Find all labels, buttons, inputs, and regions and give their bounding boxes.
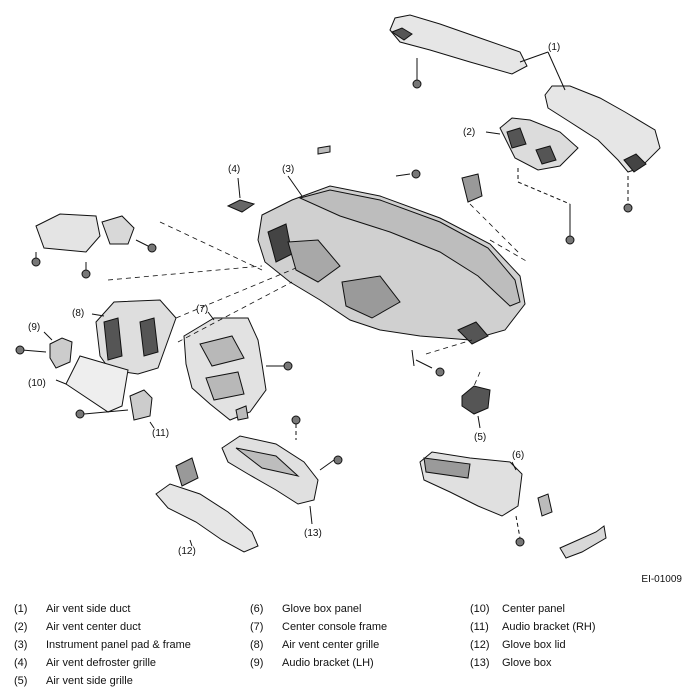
legend-item: (9) Audio bracket (LH) xyxy=(250,654,387,672)
legend-column: (6) Glove box panel (7) Center console fra… xyxy=(250,600,387,672)
legend-number: (9) xyxy=(250,657,264,669)
callout-label: (10) xyxy=(28,378,46,389)
legend-label: Center console frame xyxy=(282,621,388,633)
legend-item: (5) Air vent side grille xyxy=(14,672,191,690)
callout-label: (4) xyxy=(228,164,240,175)
callout-label: (6) xyxy=(512,450,524,461)
legend-number: (13) xyxy=(470,657,490,669)
assembly-lines xyxy=(107,203,529,387)
callout-label: (2) xyxy=(463,127,475,138)
legend-item: (2) Air vent center duct xyxy=(14,618,191,636)
legend-item: (8) Air vent center grille xyxy=(250,636,387,654)
legend-number: (5) xyxy=(14,675,28,687)
glove-box-part: (13) xyxy=(221,415,343,539)
callout-label: (8) xyxy=(72,308,84,319)
legend-number: (2) xyxy=(14,621,28,633)
legend-label: Glove box xyxy=(502,657,552,669)
callout-label: (13) xyxy=(304,528,322,539)
parts-legend: (1) Air vent side duct (2) Air vent center… xyxy=(14,600,686,692)
legend-item: (1) Air vent side duct xyxy=(14,600,191,618)
callout-label: (5) xyxy=(474,432,486,443)
legend-number: (3) xyxy=(14,639,28,651)
audio-bracket-lh-part: (9) xyxy=(15,322,73,369)
legend-label: Air vent center grille xyxy=(282,639,380,651)
center-panel-part: (10) xyxy=(28,355,129,413)
legend-column: (1) Air vent side duct (2) Air vent center… xyxy=(14,600,191,690)
legend-item: (6) Glove box panel xyxy=(250,600,387,618)
legend-column: (10)Center panel (11)Audio bracket (RH) … xyxy=(470,600,596,672)
legend-number: (6) xyxy=(250,603,264,615)
legend-label: Air vent side grille xyxy=(46,675,133,687)
misc-fasteners xyxy=(31,213,445,421)
legend-label: Air vent side duct xyxy=(46,603,131,615)
legend-label: Glove box lid xyxy=(502,639,566,651)
legend-label: Audio bracket (RH) xyxy=(502,621,596,633)
legend-label: Audio bracket (LH) xyxy=(282,657,374,669)
air-vent-center-duct-part: (2) xyxy=(463,117,579,245)
legend-item: (7) Center console frame xyxy=(250,618,387,636)
legend-item: (12) Glove box lid xyxy=(470,636,596,654)
callout-label: (9) xyxy=(28,322,40,333)
callout-label: (7) xyxy=(196,304,208,315)
legend-number: (10) xyxy=(470,603,490,615)
legend-number: (4) xyxy=(14,657,28,669)
glove-box-panel-part: (6) xyxy=(419,450,607,559)
audio-bracket-rh-part: (11) xyxy=(75,389,169,439)
legend-label: Center panel xyxy=(502,603,565,615)
legend-number: (1) xyxy=(14,603,28,615)
air-vent-center-grille-part: (8) xyxy=(72,299,177,375)
air-vent-defroster-grille-part: (4) xyxy=(226,164,256,213)
callout-label: (3) xyxy=(282,164,294,175)
exploded-view-diagram: (1) (2) (3) (4) (5) xyxy=(15,14,661,559)
figure-id: EI-01009 xyxy=(641,574,682,585)
legend-item: (11) Audio bracket (RH) xyxy=(470,618,596,636)
air-vent-side-grille-part: (5) xyxy=(461,385,491,443)
instrument-panel-pad-part: (3) xyxy=(257,145,526,345)
legend-number: (8) xyxy=(250,639,264,651)
legend-item: (13) Glove box xyxy=(470,654,596,672)
legend-number: (12) xyxy=(470,639,490,651)
callout-label: (11) xyxy=(152,428,169,439)
glove-box-lid-part: (12) xyxy=(155,457,259,557)
legend-label: Instrument panel pad & frame xyxy=(46,639,191,651)
air-vent-side-duct-part: (1) xyxy=(389,14,661,213)
center-console-frame-part: (7) xyxy=(183,304,293,421)
legend-label: Air vent defroster grille xyxy=(46,657,157,669)
legend-item: (4) Air vent defroster grille xyxy=(14,654,191,672)
callout-label: (12) xyxy=(178,546,196,557)
legend-number: (7) xyxy=(250,621,264,633)
legend-item: (10) Center panel xyxy=(470,600,596,618)
legend-item: (3) Instrument panel pad & frame xyxy=(14,636,191,654)
legend-label: Air vent center duct xyxy=(46,621,141,633)
legend-number: (11) xyxy=(470,621,489,633)
legend-label: Glove box panel xyxy=(282,603,362,615)
callout-label: (1) xyxy=(548,42,560,53)
